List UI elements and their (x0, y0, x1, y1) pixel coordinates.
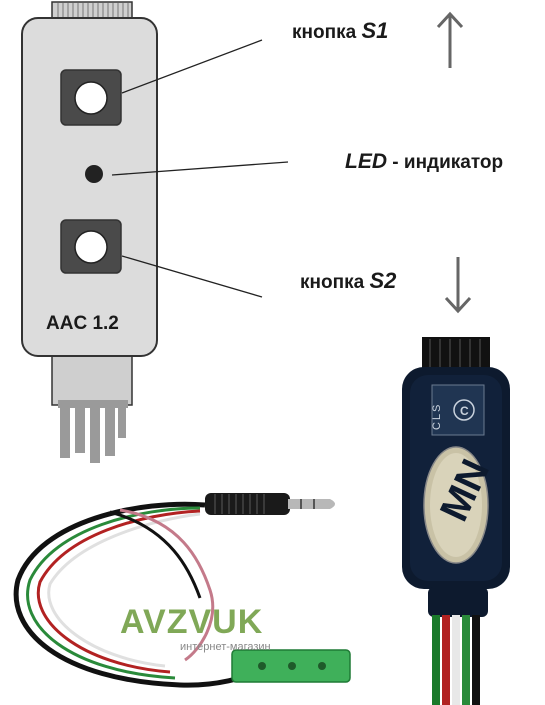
s1-callout-prefix: кнопка (292, 22, 362, 43)
svg-text:C: C (460, 404, 469, 418)
s1-leader-line (121, 39, 263, 94)
led-callout: LED - индикатор (345, 150, 503, 174)
s1-callout-name: S1 (361, 18, 389, 43)
up-arrow-icon (435, 10, 465, 70)
s1-callout: кнопка S1 (292, 18, 388, 44)
s2-button (60, 219, 122, 274)
watermark-subtitle: интернет-магазин (180, 641, 271, 653)
audio-jack (205, 493, 335, 515)
cable-assembly-photo (13, 493, 351, 688)
bottom-plug (51, 349, 133, 463)
led-indicator (85, 165, 103, 183)
led-callout-suffix: - индикатор (387, 152, 504, 173)
watermark-logo: AVZVUK (120, 603, 264, 641)
down-arrow-icon (443, 255, 473, 315)
module-marking: CLS (431, 403, 443, 430)
s2-leader-line (121, 255, 263, 298)
s2-callout: кнопка S2 (300, 268, 396, 294)
led-callout-name: LED (345, 150, 387, 173)
led-leader-line (111, 161, 289, 176)
device-body (21, 17, 158, 357)
s2-callout-prefix: кнопка (300, 272, 370, 293)
device-schematic (21, 1, 289, 463)
s2-callout-name: S2 (369, 268, 397, 293)
s1-button (60, 69, 122, 126)
module-photo: CLS C MN (402, 337, 510, 705)
model-label: AAC 1.2 (46, 313, 119, 334)
